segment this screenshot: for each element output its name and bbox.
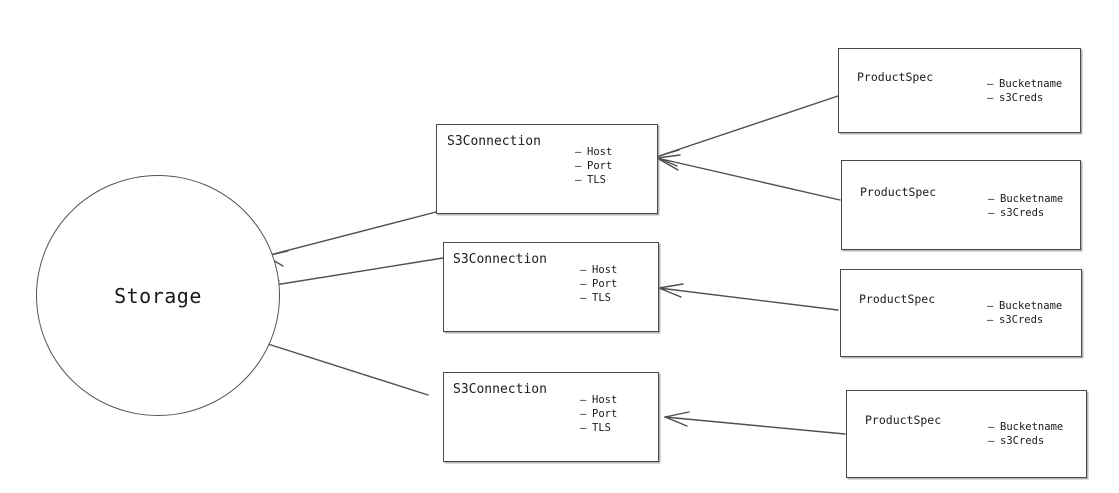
dash-icon: –	[580, 408, 587, 420]
attribute-row: –Bucketname	[987, 299, 1062, 313]
dash-icon: –	[580, 278, 587, 290]
attribute-label: Port	[587, 160, 613, 172]
s3connection-1-attributes: –Host –Port –TLS	[575, 145, 612, 187]
productspec-1-title: ProductSpec	[857, 70, 934, 84]
productspec-4-title: ProductSpec	[865, 413, 942, 427]
attribute-row: –TLS	[580, 421, 617, 435]
attribute-row: –TLS	[575, 173, 612, 187]
node-productspec-3[interactable]: ProductSpec –Bucketname –s3Creds	[840, 269, 1082, 357]
attribute-label: TLS	[592, 422, 611, 434]
attribute-label: Bucketname	[1000, 421, 1064, 433]
dash-icon: –	[580, 264, 587, 276]
edge-connection3-to-storage	[245, 336, 429, 396]
attribute-row: –TLS	[580, 291, 617, 305]
attribute-label: Bucketname	[999, 78, 1063, 90]
node-productspec-4[interactable]: ProductSpec –Bucketname –s3Creds	[846, 390, 1087, 478]
attribute-row: –Port	[580, 407, 617, 421]
edge-spec3-to-connection2	[658, 283, 839, 311]
attribute-label: Bucketname	[999, 300, 1063, 312]
attribute-label: TLS	[587, 174, 606, 186]
edge-spec2-to-connection1	[656, 154, 841, 201]
productspec-4-attributes: –Bucketname –s3Creds	[988, 420, 1063, 448]
attribute-row: –Bucketname	[988, 420, 1063, 434]
s3connection-1-title: S3Connection	[447, 134, 541, 149]
attribute-row: –Host	[580, 263, 617, 277]
attribute-label: s3Creds	[1000, 207, 1045, 219]
attribute-row: –Bucketname	[988, 192, 1063, 206]
attribute-row: –Host	[580, 393, 617, 407]
productspec-3-attributes: –Bucketname –s3Creds	[987, 299, 1062, 327]
edge-spec4-to-connection3	[664, 411, 846, 435]
dash-icon: –	[987, 300, 994, 312]
attribute-row: –s3Creds	[988, 434, 1063, 448]
dash-icon: –	[580, 394, 587, 406]
dash-icon: –	[988, 207, 995, 219]
node-productspec-2[interactable]: ProductSpec –Bucketname –s3Creds	[841, 160, 1081, 250]
productspec-1-attributes: –Bucketname –s3Creds	[987, 77, 1062, 105]
attribute-label: s3Creds	[999, 92, 1044, 104]
s3connection-3-title: S3Connection	[453, 382, 547, 397]
node-s3connection-3[interactable]: S3Connection –Host –Port –TLS	[443, 372, 659, 462]
edge-connection1-to-storage	[265, 211, 437, 267]
node-productspec-1[interactable]: ProductSpec –Bucketname –s3Creds	[838, 48, 1081, 133]
dash-icon: –	[575, 160, 582, 172]
dash-icon: –	[987, 78, 994, 90]
attribute-row: –s3Creds	[987, 91, 1062, 105]
dash-icon: –	[575, 174, 582, 186]
storage-label: Storage	[114, 283, 202, 308]
s3connection-2-attributes: –Host –Port –TLS	[580, 263, 617, 305]
attribute-row: –s3Creds	[988, 206, 1063, 220]
productspec-3-title: ProductSpec	[859, 292, 936, 306]
attribute-label: TLS	[592, 292, 611, 304]
dash-icon: –	[987, 92, 994, 104]
s3connection-2-title: S3Connection	[453, 252, 547, 267]
dash-icon: –	[988, 435, 995, 447]
dash-icon: –	[575, 146, 582, 158]
edge-spec1-to-connection1	[655, 95, 839, 167]
attribute-label: Port	[592, 278, 618, 290]
node-storage[interactable]: Storage	[36, 175, 280, 416]
attribute-row: –Bucketname	[987, 77, 1062, 91]
dash-icon: –	[988, 421, 995, 433]
attribute-row: –s3Creds	[987, 313, 1062, 327]
attribute-label: Host	[592, 394, 618, 406]
dash-icon: –	[987, 314, 994, 326]
attribute-row: –Port	[580, 277, 617, 291]
attribute-label: s3Creds	[999, 314, 1044, 326]
node-s3connection-1[interactable]: S3Connection –Host –Port –TLS	[436, 124, 658, 214]
dash-icon: –	[580, 292, 587, 304]
node-s3connection-2[interactable]: S3Connection –Host –Port –TLS	[443, 242, 659, 332]
attribute-label: Bucketname	[1000, 193, 1064, 205]
dash-icon: –	[580, 422, 587, 434]
attribute-row: –Host	[575, 145, 612, 159]
attribute-label: Host	[587, 146, 613, 158]
attribute-label: s3Creds	[1000, 435, 1045, 447]
dash-icon: –	[988, 193, 995, 205]
s3connection-3-attributes: –Host –Port –TLS	[580, 393, 617, 435]
edge-connection2-to-storage	[255, 257, 444, 298]
attribute-row: –Port	[575, 159, 612, 173]
attribute-label: Host	[592, 264, 618, 276]
attribute-label: Port	[592, 408, 618, 420]
productspec-2-attributes: –Bucketname –s3Creds	[988, 192, 1063, 220]
productspec-2-title: ProductSpec	[860, 185, 937, 199]
